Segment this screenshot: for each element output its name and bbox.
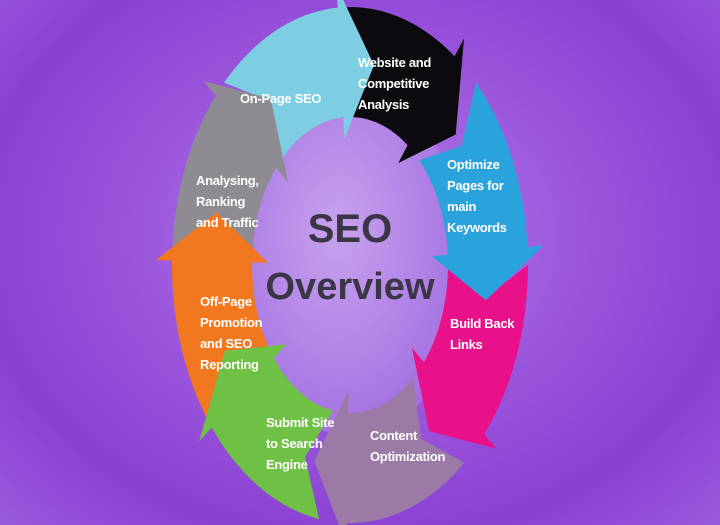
diagram-title: SEO Overview [266,200,435,316]
label-line: Build Back [450,316,515,331]
label-line: to Search [266,436,323,451]
arrow-segment-website-analysis [334,7,464,164]
step-label-website-analysis: Website and Competitive Analysis [358,52,431,115]
label-line: Links [450,337,483,352]
label-line: Content [370,428,417,443]
label-line: Pages for [447,178,504,193]
step-label-analysing-ranking: Analysing, Ranking and Traffic [196,170,259,233]
label-line: Keywords [447,220,507,235]
label-line: Website and [358,55,432,70]
step-label-on-page-seo: On-Page SEO [240,88,322,109]
label-line: Analysis [358,97,410,112]
step-label-off-page-promotion: Off-Page Promotion and SEO Reporting [200,291,263,375]
step-label-build-back-links: Build Back Links [450,313,514,355]
label-line: main [447,199,477,214]
label-line: Off-Page [200,294,252,309]
label-line: Competitive [358,76,430,91]
label-line: On-Page SEO [240,91,322,106]
label-line: Engine [266,457,308,472]
label-line: Optimize [447,157,500,172]
title-line-1: SEO [307,207,393,251]
arrow-segment-optimize-pages [419,82,544,301]
label-line: Ranking [196,194,246,209]
arrow-segment-on-page-seo [224,0,374,161]
step-label-optimize-pages: Optimize Pages for main Keywords [447,154,507,238]
step-label-submit-site: Submit Site to Search Engine [266,412,335,475]
arrow-segment-build-back-links [411,265,528,449]
arrow-segment-analysing-ranking [172,81,289,265]
step-label-content-optimization: Content Optimization [370,425,445,467]
label-line: Optimization [370,449,446,464]
label-line: Analysing, [196,173,259,188]
label-line: Reporting [200,357,259,372]
title-line-2: Overview [265,266,435,308]
arrow-segment-off-page-promotion [156,212,275,431]
label-line: Submit Site [266,415,335,430]
label-line: and Traffic [196,215,259,230]
arrow-segment-submit-site [199,344,333,520]
arrow-segment-content-optimization [314,378,465,525]
label-line: and SEO [200,336,253,351]
label-line: Promotion [200,315,263,330]
